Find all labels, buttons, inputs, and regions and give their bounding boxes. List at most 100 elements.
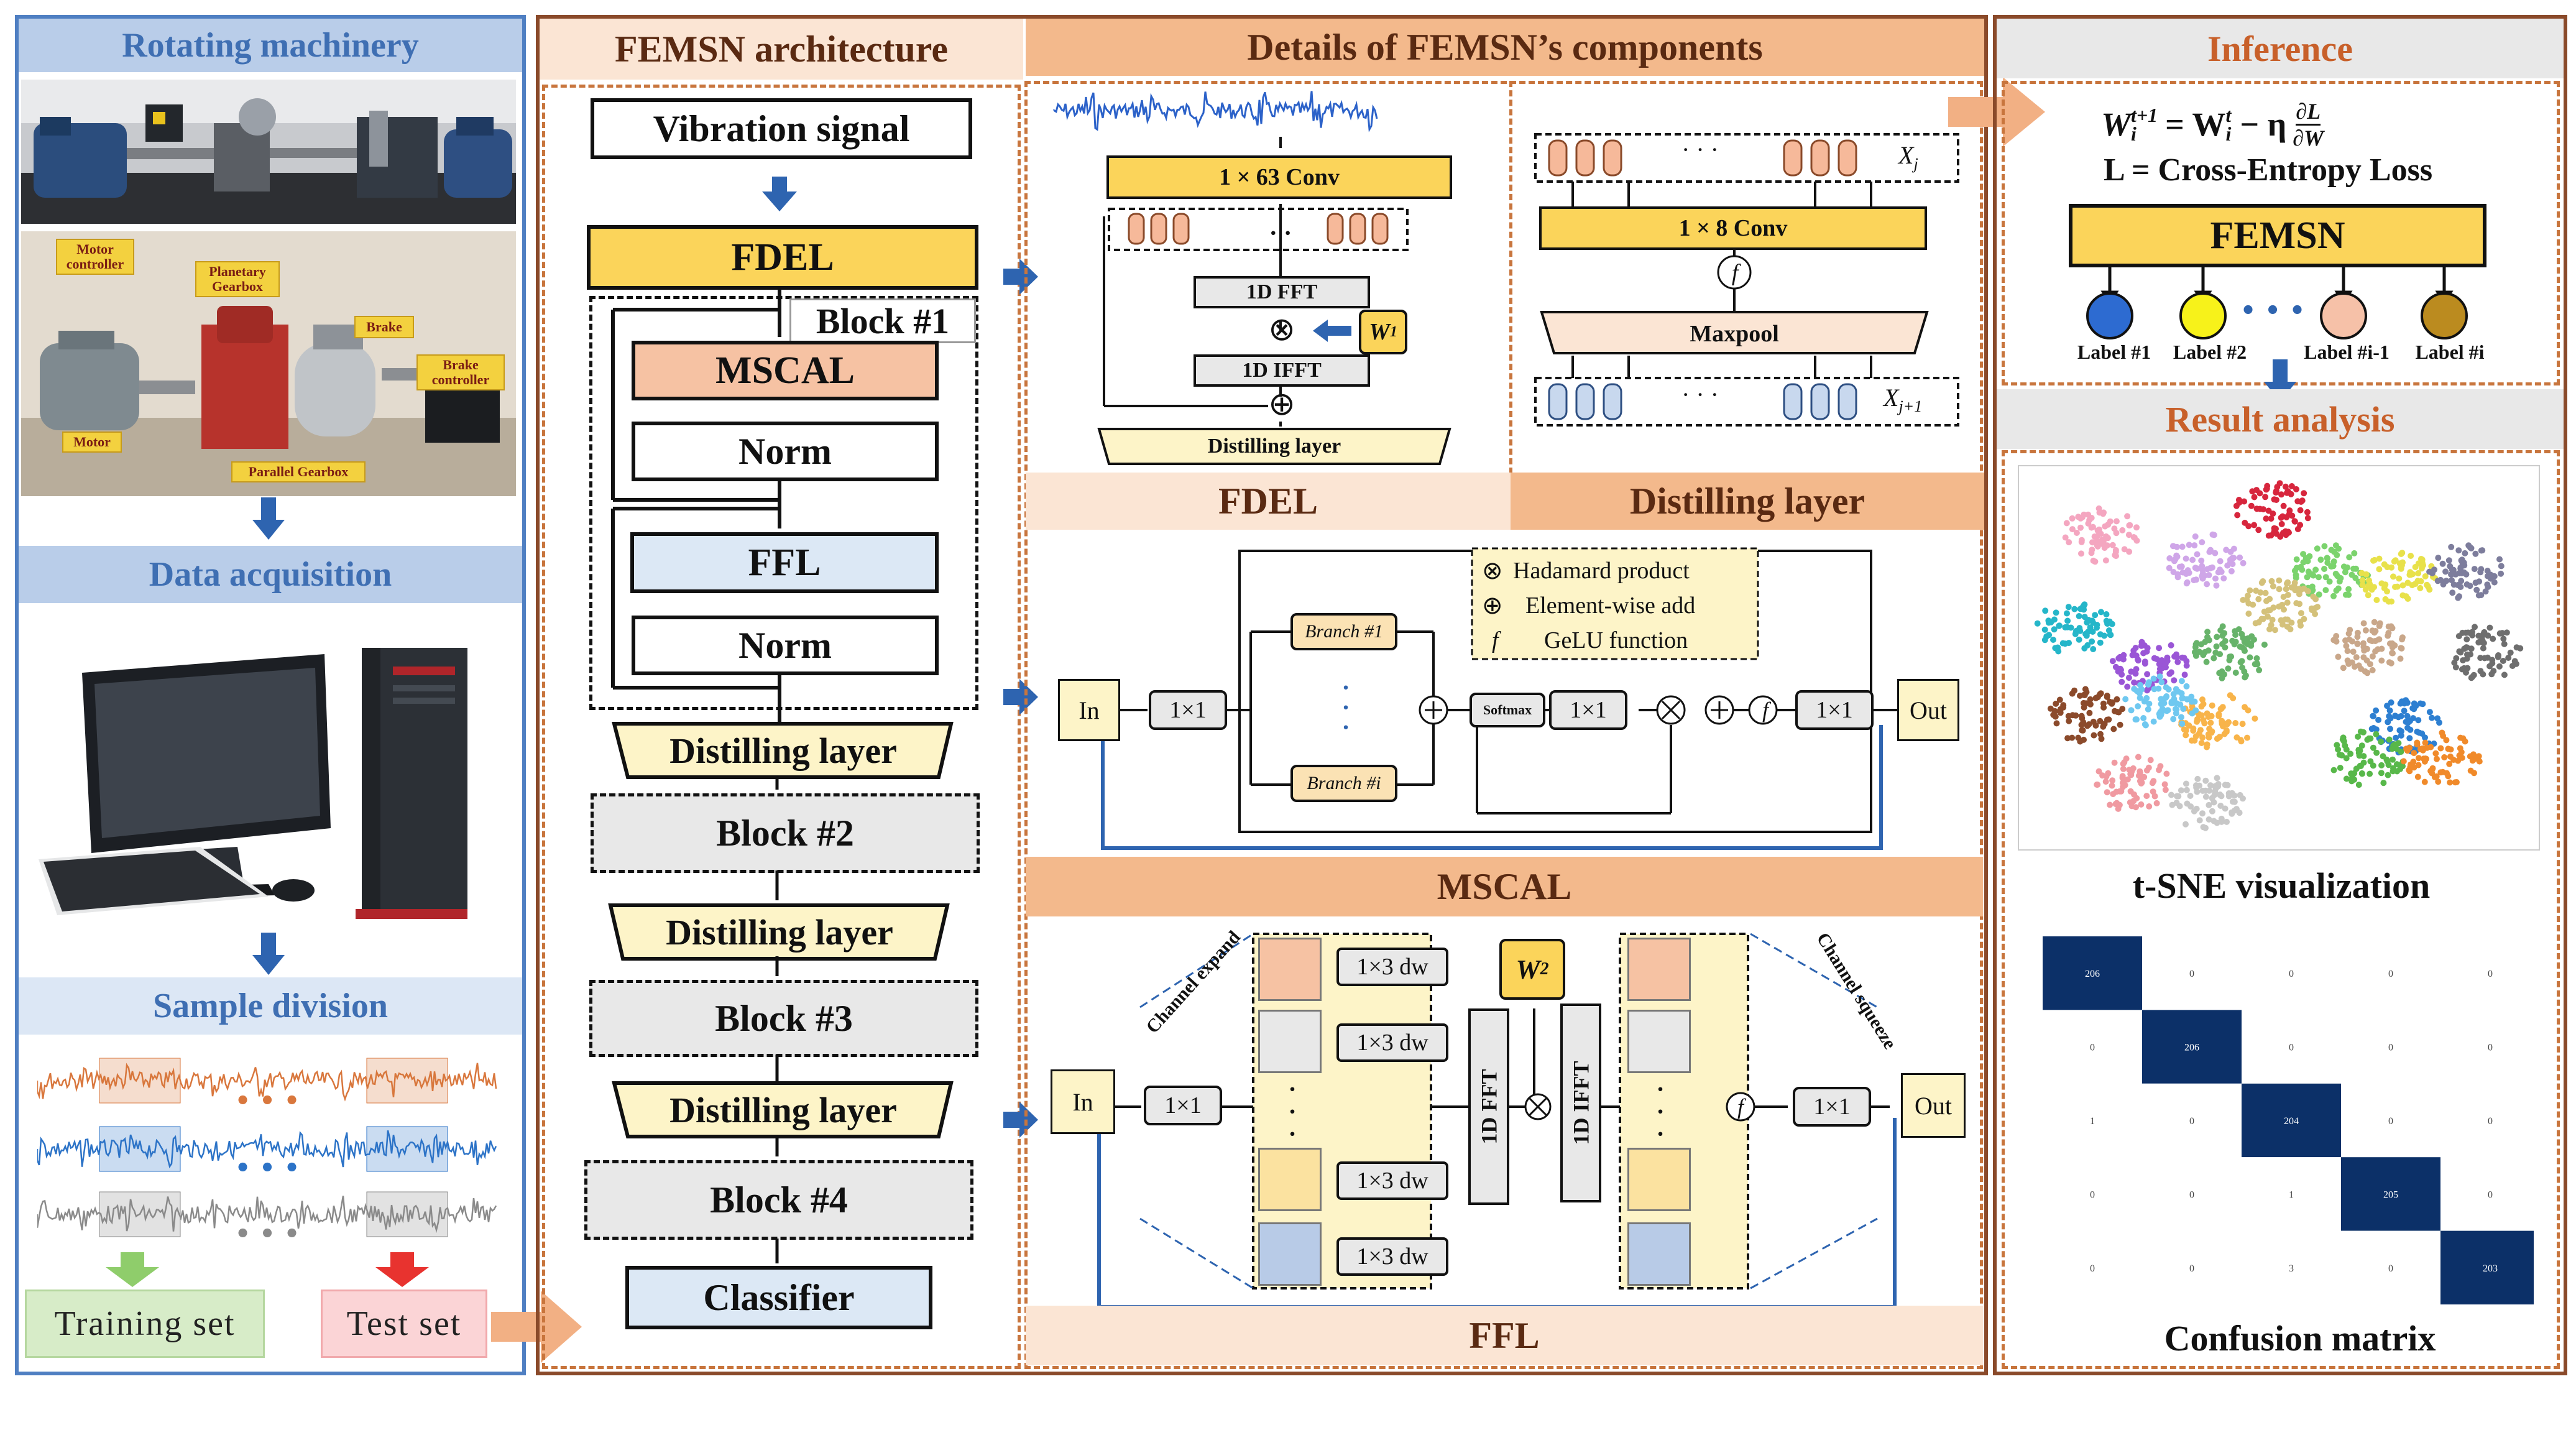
- tsne-point: [2487, 571, 2494, 578]
- tsne-point: [2143, 793, 2150, 800]
- tsne-point: [2068, 624, 2074, 631]
- tsne-point: [2204, 566, 2210, 573]
- tsne-point: [2351, 550, 2358, 556]
- tsne-point: [2223, 727, 2230, 734]
- tsne-point: [2046, 632, 2053, 639]
- cm-value: 0: [2488, 969, 2493, 979]
- tsne-point: [2065, 604, 2072, 611]
- tsne-point: [2178, 714, 2184, 721]
- mscal-out-box: Out: [1897, 679, 1959, 741]
- tsne-point: [2179, 694, 2186, 701]
- tsne-point: [2197, 727, 2204, 734]
- tsne-point: [2241, 498, 2248, 505]
- tsne-point: [2115, 655, 2122, 662]
- tsne-point: [2166, 555, 2173, 561]
- tsne-point: [2199, 566, 2206, 573]
- cm-value: 0: [2388, 1116, 2393, 1127]
- tsne-point: [2168, 642, 2174, 648]
- tsne-point: [2405, 719, 2412, 726]
- tsne-point: [2209, 531, 2216, 538]
- label-dots: • • •: [2240, 297, 2306, 325]
- blue-left-arrow-icon: [1313, 320, 1351, 342]
- tsne-point: [2444, 770, 2450, 777]
- result-dashed-box: [2002, 450, 2560, 1369]
- tsne-point: [2207, 719, 2214, 726]
- cm-value: 206: [2085, 969, 2100, 979]
- tsne-point: [2212, 550, 2219, 556]
- tsne-point: [2400, 758, 2407, 765]
- distill-dots-top: · · ·: [1681, 135, 1719, 164]
- tsne-point: [2128, 707, 2135, 714]
- tsne-point: [2191, 542, 2198, 549]
- eq-lhs-sub: i: [2131, 122, 2137, 145]
- tsne-point: [2213, 643, 2220, 650]
- tsne-point: [2427, 768, 2434, 774]
- tsne-point: [2406, 744, 2413, 751]
- tsne-point: [2202, 824, 2209, 831]
- tsne-point: [2434, 755, 2440, 762]
- mscal-caption: MSCAL: [1026, 857, 1983, 916]
- tsne-point: [2132, 670, 2139, 677]
- tsne-point: [2437, 769, 2444, 776]
- tsne-point: [2330, 593, 2337, 599]
- tsne-point: [2350, 648, 2357, 655]
- tsne-point: [2204, 634, 2210, 640]
- tsne-point: [2457, 565, 2464, 572]
- down-arrow-icon: [252, 933, 285, 975]
- tsne-point: [2457, 649, 2464, 656]
- tsne-point: [2476, 578, 2483, 585]
- tsne-point: [2297, 507, 2304, 514]
- tsne-point: [2180, 706, 2187, 713]
- tsne-point: [2174, 793, 2181, 800]
- tsne-point: [2081, 704, 2087, 711]
- tsne-point: [2495, 652, 2501, 658]
- tsne-point: [2269, 616, 2276, 623]
- tsne-point: [2156, 645, 2163, 652]
- tsne-point: [2183, 727, 2189, 734]
- tsne-point: [2253, 655, 2260, 662]
- tsne-point: [2435, 778, 2442, 785]
- tsne-point: [2113, 553, 2119, 560]
- tsne-point: [2256, 667, 2263, 673]
- tsne-point: [2481, 629, 2488, 635]
- tsne-point: [2371, 584, 2378, 591]
- tsne-point: [2109, 658, 2116, 665]
- tsne-point: [2293, 600, 2300, 607]
- tsne-point: [2387, 726, 2393, 732]
- cm-cell: [2341, 1230, 2440, 1304]
- tsne-point: [2316, 591, 2322, 598]
- mscal-in-box: In: [1058, 679, 1120, 741]
- cm-cell: [2043, 1083, 2142, 1158]
- tsne-point: [2121, 546, 2128, 553]
- tsne-point: [2105, 521, 2112, 528]
- tsne-point: [2256, 505, 2263, 512]
- tsne-point: [2427, 744, 2434, 750]
- tsne-point: [2222, 805, 2229, 812]
- tsne-point: [2436, 719, 2442, 726]
- tsne-point: [2452, 779, 2459, 786]
- tsne-point: [2299, 497, 2306, 504]
- tsne-point: [2354, 640, 2361, 647]
- tsne-point: [2101, 721, 2108, 727]
- tsne-point: [2202, 777, 2209, 784]
- tsne-point: [2416, 729, 2423, 736]
- tsne-point: [2394, 583, 2401, 590]
- ffl-fft-label: 1D FFT: [1476, 1069, 1501, 1145]
- eq-mid-sub: i: [2225, 122, 2232, 145]
- tsne-point: [2135, 657, 2141, 664]
- tsne-point: [2500, 658, 2506, 664]
- tsne-point: [2391, 558, 2398, 565]
- tsne-point: [2265, 532, 2272, 539]
- tsne-point: [2145, 764, 2152, 771]
- tsne-point: [2437, 745, 2444, 752]
- tsne-point: [2207, 547, 2214, 553]
- cm-cell: [2142, 1157, 2242, 1231]
- tsne-point: [2112, 547, 2119, 553]
- tsne-point: [2358, 570, 2365, 576]
- tsne-point: [2433, 773, 2440, 780]
- tsne-point: [2480, 645, 2486, 652]
- tsne-point: [2214, 634, 2220, 640]
- block2-box: Block #2: [591, 793, 980, 873]
- tsne-point: [2103, 533, 2110, 540]
- tsne-point: [2278, 617, 2284, 624]
